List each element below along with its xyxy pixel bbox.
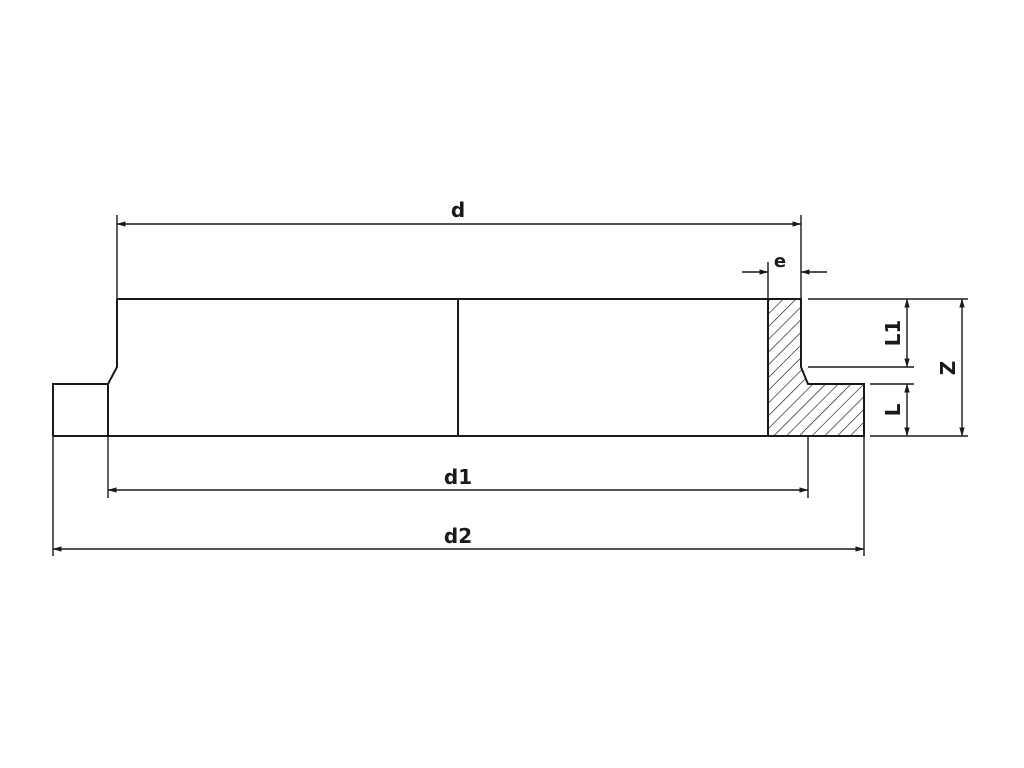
left-body-wall [107,299,118,436]
dimension-lines [52,221,965,552]
extension-lines [52,215,968,556]
label-d2: d2 [444,524,472,548]
label-d1: d1 [444,465,472,489]
part-outline [52,298,864,437]
label-e: e [774,251,786,272]
label-d: d [451,198,465,222]
label-L1: L1 [881,320,905,347]
label-Z: Z [936,361,960,376]
left-flange-stub [52,383,108,436]
hatched-section [767,298,865,437]
label-L: L [881,403,905,416]
